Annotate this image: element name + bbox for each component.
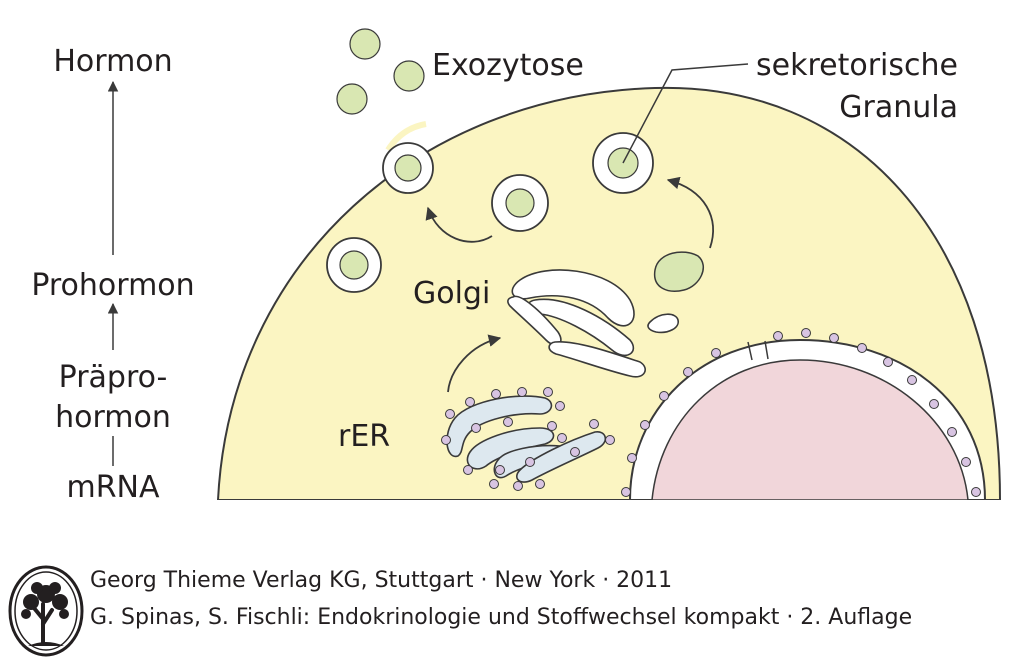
ribosome-dot <box>773 331 783 341</box>
secretory-granule <box>382 142 434 194</box>
secretory-granule <box>326 237 382 293</box>
thieme-tree-logo-icon <box>8 565 84 657</box>
arrow-golgi-to-granule <box>666 176 714 249</box>
ribosome-dot <box>513 481 523 491</box>
ribosome-dot <box>543 387 553 397</box>
ribosome-dot <box>557 433 567 443</box>
er-ribosomes <box>441 387 615 491</box>
ribosome-dot <box>883 357 893 367</box>
ribosome-dot <box>491 389 501 399</box>
publisher-footer: Georg Thieme Verlag KG, Stuttgart · New … <box>0 558 1024 663</box>
label-prohormon: Prohormon <box>31 268 194 303</box>
arrow-golgi-to-exocytosis <box>425 206 493 243</box>
granula-leader-line <box>622 63 749 164</box>
arrow-er-to-golgi <box>447 334 502 393</box>
ribosome-dot <box>621 487 631 497</box>
ribosome-dot <box>503 417 513 427</box>
footer-citation-line: G. Spinas, S. Fischli: Endokrinologie un… <box>90 605 913 630</box>
ribosome-dot <box>907 375 917 385</box>
label-praepro: Präpro- <box>59 360 168 395</box>
ribosome-dot <box>441 435 451 445</box>
label-sekretorische: sekretorische <box>756 48 958 83</box>
ribosome-dot <box>445 409 455 419</box>
ribosome-dot <box>801 328 811 338</box>
released-granule <box>336 83 368 115</box>
label-exozytose: Exozytose <box>432 48 584 83</box>
ribosome-dot <box>555 401 565 411</box>
ribosome-dot <box>525 457 535 467</box>
exocytosis-opening <box>385 121 427 152</box>
label-hormon: Hormon <box>53 44 172 79</box>
ribosome-dot <box>463 465 473 475</box>
label-golgi: Golgi <box>413 276 490 311</box>
golgi-apparatus <box>507 269 679 378</box>
ribosome-dot <box>627 453 637 463</box>
ribosome-dot <box>535 479 545 489</box>
ribosome-dot <box>659 391 669 401</box>
ribosome-dot <box>489 479 499 489</box>
label-hormon-part2: hormon <box>55 400 171 435</box>
ribosome-dot <box>471 423 481 433</box>
ribosome-dot <box>640 420 650 430</box>
label-mrna: mRNA <box>66 470 160 505</box>
ribosome-dot <box>589 419 599 429</box>
ribosome-dot <box>971 487 981 497</box>
ribosome-dot <box>495 465 505 475</box>
ribosome-dot <box>829 333 839 343</box>
ribosome-dot <box>570 447 580 457</box>
released-granule <box>393 60 425 92</box>
footer-publisher-line: Georg Thieme Verlag KG, Stuttgart · New … <box>90 568 673 593</box>
ribosome-dot <box>961 457 971 467</box>
nucleus-ribosomes <box>621 328 981 497</box>
nucleus <box>628 338 987 500</box>
ribosome-dot <box>857 343 867 353</box>
ribosome-dot <box>929 399 939 409</box>
label-rer: rER <box>338 419 390 454</box>
immature-granule <box>653 251 704 292</box>
ribosome-dot <box>711 348 721 358</box>
secretory-granule <box>491 174 549 232</box>
label-granula: Granula <box>839 90 958 125</box>
ribosome-dot <box>465 397 475 407</box>
ribosome-dot <box>947 427 957 437</box>
ribosome-dot <box>517 387 527 397</box>
ribosome-dot <box>605 435 615 445</box>
released-granule <box>349 28 381 60</box>
ribosome-dot <box>547 421 557 431</box>
rough-er <box>446 395 607 483</box>
ribosome-dot <box>683 367 693 377</box>
cell-diagram: Hormon Prohormon Präpro- hormon mRNA Exo… <box>31 28 1002 505</box>
